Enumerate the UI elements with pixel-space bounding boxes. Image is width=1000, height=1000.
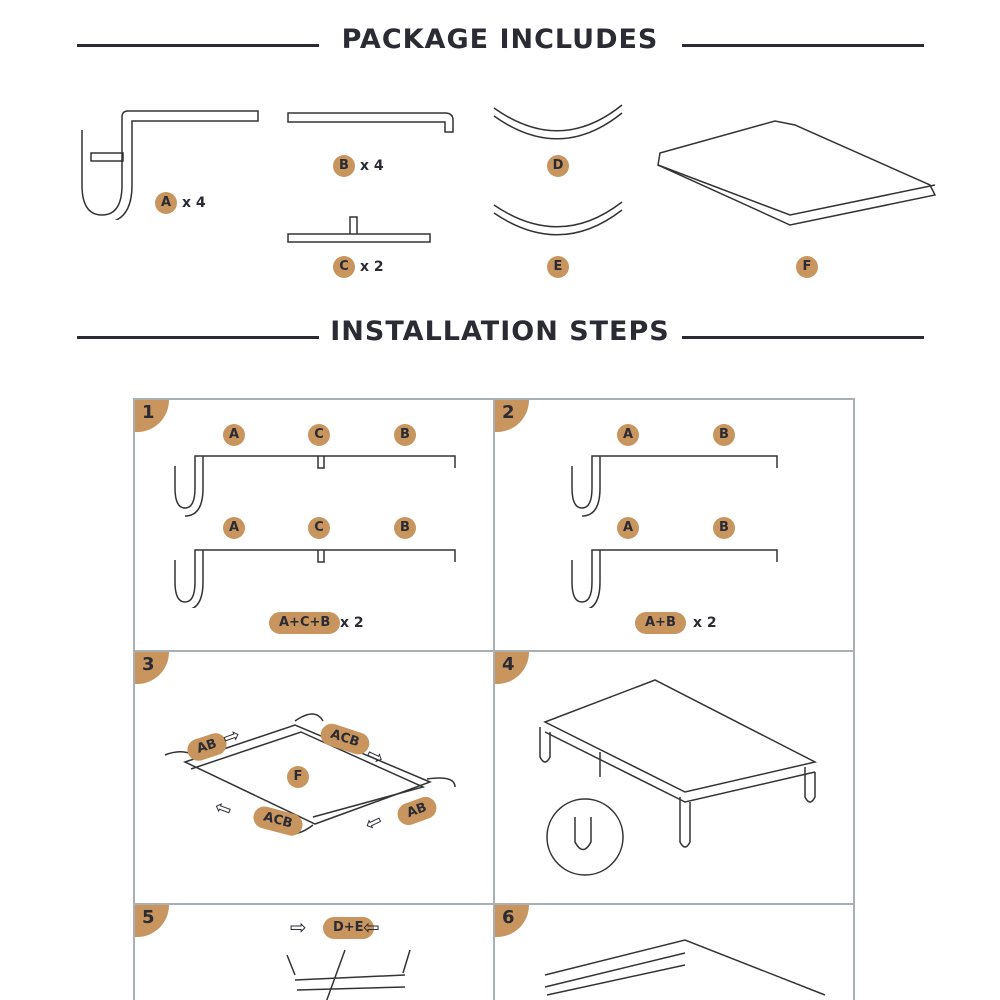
package-includes-heading: PACKAGE INCLUDES bbox=[341, 24, 659, 55]
label-a: A bbox=[223, 517, 245, 539]
divider bbox=[77, 336, 319, 339]
combo-qty: x 2 bbox=[693, 615, 717, 631]
combo-qty: x 2 bbox=[340, 615, 364, 631]
label-f: F bbox=[287, 766, 309, 788]
part-b-qty: x 4 bbox=[360, 158, 384, 174]
label-c: C bbox=[308, 517, 330, 539]
arrow-left-icon: ⇦ bbox=[363, 915, 380, 939]
step-number: 1 bbox=[135, 400, 169, 432]
step-5-drawing bbox=[286, 949, 411, 1000]
label-b: B bbox=[394, 424, 416, 446]
part-c-badge: C bbox=[333, 256, 355, 278]
installation-steps-heading: INSTALLATION STEPS bbox=[330, 316, 670, 347]
label-a: A bbox=[617, 517, 639, 539]
part-c-qty: x 2 bbox=[360, 259, 384, 275]
step-4-panel: 4 bbox=[493, 650, 855, 905]
part-a-drawing bbox=[81, 110, 259, 220]
step-2-panel: 2 A B A B A+B x 2 bbox=[493, 398, 855, 652]
part-a-qty: x 4 bbox=[182, 195, 206, 211]
step-1-drawing bbox=[174, 455, 456, 608]
step-number: 5 bbox=[135, 905, 169, 937]
step-5-panel: 5 D+E ⇨ ⇦ bbox=[133, 903, 495, 1000]
label-b: B bbox=[713, 424, 735, 446]
label-b: B bbox=[394, 517, 416, 539]
step-number: 2 bbox=[495, 400, 529, 432]
step-3-drawing bbox=[164, 713, 456, 835]
label-d-e: D+E bbox=[323, 917, 374, 939]
divider bbox=[682, 336, 924, 339]
step-6-panel: 6 bbox=[493, 903, 855, 1000]
part-d-badge: D bbox=[547, 155, 569, 177]
divider bbox=[77, 44, 319, 47]
steps-grid: 1 A C B A C B A+C+B x 2 2 A B A bbox=[133, 398, 855, 1000]
step-number: 3 bbox=[135, 652, 169, 684]
combo-badge: A+C+B bbox=[269, 612, 341, 634]
step-6-drawing bbox=[544, 939, 826, 996]
label-c: C bbox=[308, 424, 330, 446]
label-b: B bbox=[713, 517, 735, 539]
part-e-badge: E bbox=[547, 256, 569, 278]
divider bbox=[682, 44, 924, 47]
combo-badge: A+B bbox=[635, 612, 686, 634]
step-number: 6 bbox=[495, 905, 529, 937]
step-number: 4 bbox=[495, 652, 529, 684]
label-a: A bbox=[223, 424, 245, 446]
part-f-drawing bbox=[657, 120, 937, 226]
step-3-panel: 3 AB ACB F ACB AB ⇨ ⇨ ⇦ ⇦ bbox=[133, 650, 495, 905]
part-b-drawing bbox=[287, 112, 454, 133]
step-1-panel: 1 A C B A C B A+C+B x 2 bbox=[133, 398, 495, 652]
part-d-e-drawing bbox=[493, 104, 623, 236]
part-f-badge: F bbox=[796, 256, 818, 278]
step-2-drawing bbox=[571, 455, 778, 608]
part-c-drawing bbox=[287, 216, 431, 243]
part-a-badge: A bbox=[155, 192, 177, 214]
arrow-right-icon: ⇨ bbox=[290, 915, 307, 939]
part-b-badge: B bbox=[333, 155, 355, 177]
label-a: A bbox=[617, 424, 639, 446]
step-4-drawing bbox=[539, 679, 818, 876]
